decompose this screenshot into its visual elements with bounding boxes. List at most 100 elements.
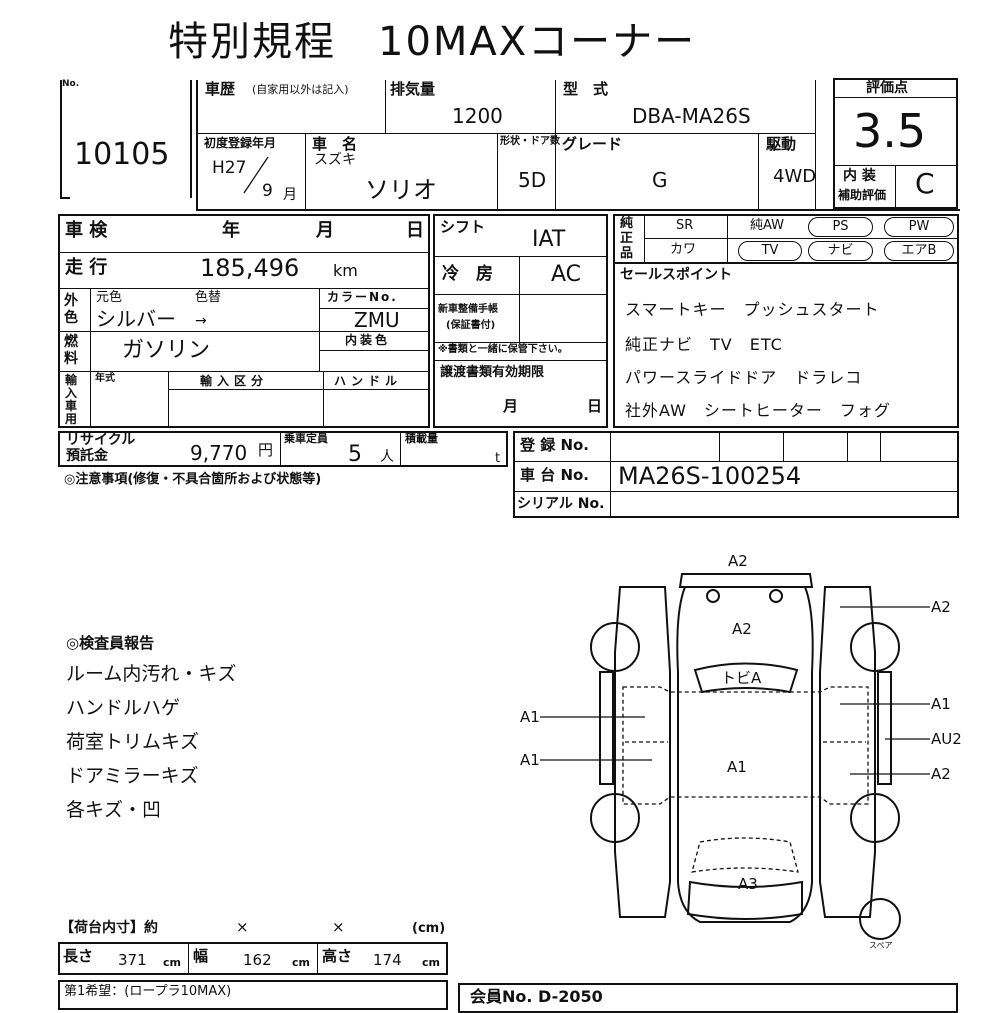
equip-airbag: エアB [884, 241, 954, 261]
cargo-x1: × [236, 918, 249, 936]
diag-label-right-front: A1 [931, 695, 951, 713]
shift-label: シフト [440, 218, 486, 236]
sales-point-line: スマートキー プッシュスタート [625, 300, 880, 319]
equipment-box [613, 214, 959, 264]
import-label: 輸入車用 [65, 373, 78, 426]
cargo-height-unit: cm [422, 956, 440, 969]
diag-label-right-fender: A2 [931, 598, 951, 616]
inspector-report-line: ハンドルハゲ [66, 697, 181, 719]
history-note: (自家用以外は記入) [252, 83, 349, 96]
cargo-x2: × [332, 918, 345, 936]
model-label: 型 式 [563, 80, 609, 98]
sales-point-line: 社外AW シートヒーター フォグ [625, 401, 891, 420]
cargo-box [58, 942, 448, 975]
inspection-year: 年 [222, 220, 240, 241]
left-info-box [58, 214, 430, 428]
doors-value: 5D [518, 168, 547, 192]
cargo-width-unit: cm [292, 956, 310, 969]
mileage-label: 走 行 [65, 257, 108, 278]
first-reg-era: H27 [212, 158, 247, 178]
chassis-no-label: 車 台 No. [520, 466, 590, 484]
color-code: ZMU [354, 308, 400, 332]
import-year-label: 年式 [95, 373, 115, 384]
member-no: 会員No. D-2050 [470, 987, 603, 1006]
lot-number: 10105 [74, 137, 170, 172]
fuel-value: ガソリン [122, 338, 211, 363]
mileage-value: 185,496 [200, 254, 300, 282]
ac-label: 冷 房 [442, 264, 493, 284]
drive-label: 駆動 [766, 135, 797, 153]
diag-label-left-rear: A1 [520, 751, 540, 769]
first-choice: 第1希望：(ロープラ10MAX) [64, 984, 232, 999]
maintenance-note: ※書類と一緒に保管下さい。 [438, 344, 568, 355]
score-value: 3.5 [853, 104, 927, 158]
diag-label-right-quarter: A2 [931, 765, 951, 783]
ac-value: AC [551, 262, 582, 287]
equip-ps: PS [808, 217, 873, 237]
recycle-unit: 円 [258, 441, 274, 459]
displacement-label: 排気量 [390, 80, 436, 98]
model-value: DBA-MA26S [632, 104, 751, 128]
history-label: 車歴 [205, 80, 236, 98]
registration-no-label: 登 録 No. [520, 436, 590, 454]
mileage-unit: km [333, 261, 358, 280]
slash [240, 155, 270, 195]
transfer-month: 月 [503, 397, 519, 415]
cargo-label: 【荷台内寸】約 [60, 920, 158, 936]
mid-info-box [433, 214, 608, 428]
color-label: 外色 [64, 293, 78, 326]
interior-color-label: 内装色 [345, 333, 391, 347]
page-title: 特別規程 10MAXコーナー [168, 19, 697, 65]
cargo-width-label: 幅 [193, 947, 209, 965]
load-label: 積載量 [405, 432, 438, 445]
import-handle-label: ハンドル [334, 374, 403, 388]
equip-pw: PW [884, 217, 954, 237]
chassis-no-value: MA26S-100254 [618, 462, 802, 490]
color-value: シルバー [96, 307, 176, 331]
import-type-label: 輸入区分 [200, 374, 269, 388]
grade-value: G [652, 168, 668, 192]
displacement-value: 1200 [452, 104, 503, 128]
cargo-length-label: 長さ [63, 947, 94, 965]
sales-point-line: パワースライドドア ドラレコ [625, 368, 863, 387]
recycle-label1: リサイクル [66, 432, 136, 448]
grade-label: グレード [562, 135, 623, 153]
sales-points-label: セールスポイント [620, 267, 732, 283]
maintenance-label2: (保証書付) [446, 320, 496, 331]
inspection-label: 車 検 [65, 220, 108, 241]
transfer-day: 日 [587, 397, 603, 415]
cargo-height-label: 高さ [322, 947, 353, 965]
interior-score-label1: 内 装 [843, 168, 876, 184]
inspection-day: 日 [406, 220, 424, 241]
cargo-height: 174 [373, 951, 402, 969]
equip-tv: TV [738, 241, 802, 261]
first-reg-month-unit: 月 [283, 187, 297, 203]
equip-sr: SR [676, 218, 694, 233]
equip-leather: カワ [670, 242, 697, 257]
cargo-length-unit: cm [163, 956, 181, 969]
capacity-label: 乗車定員 [284, 432, 328, 445]
car-name-value: ソリオ [365, 176, 437, 204]
cargo-width: 162 [243, 951, 272, 969]
cargo-length: 371 [118, 951, 147, 969]
inspection-month: 月 [316, 220, 334, 241]
equip-navi: ナビ [808, 241, 873, 261]
color-arrow: → [195, 313, 207, 329]
diag-label-top: A2 [728, 552, 748, 570]
diag-label-roof: トビA [721, 669, 762, 687]
color-change-label: 色替 [195, 290, 222, 305]
fuel-label: 燃料 [64, 334, 78, 367]
notes-label: ◎注意事項(修復・不具合箇所および状態等) [64, 472, 322, 487]
inspector-report-line: 各キズ・凹 [66, 799, 162, 821]
doors-label: 形状・ドア数 [500, 136, 560, 147]
serial-no-label: シリアル No. [517, 496, 605, 512]
shift-value: IAT [532, 227, 566, 252]
diag-label-left-front: A1 [520, 708, 540, 726]
car-maker: スズキ [314, 152, 356, 168]
equip-aw: 純AW [750, 218, 785, 233]
first-reg-label: 初度登録年月 [204, 136, 277, 150]
recycle-label2: 預託金 [66, 448, 108, 464]
color-code-label: カラーNo. [327, 290, 398, 304]
vehicle-damage-diagram: A2 A2 トビA A1 A3 A1 A1 A2 A1 AU2 A2 スペア [520, 552, 990, 952]
sales-point-line: 純正ナビ TV ETC [625, 335, 783, 354]
